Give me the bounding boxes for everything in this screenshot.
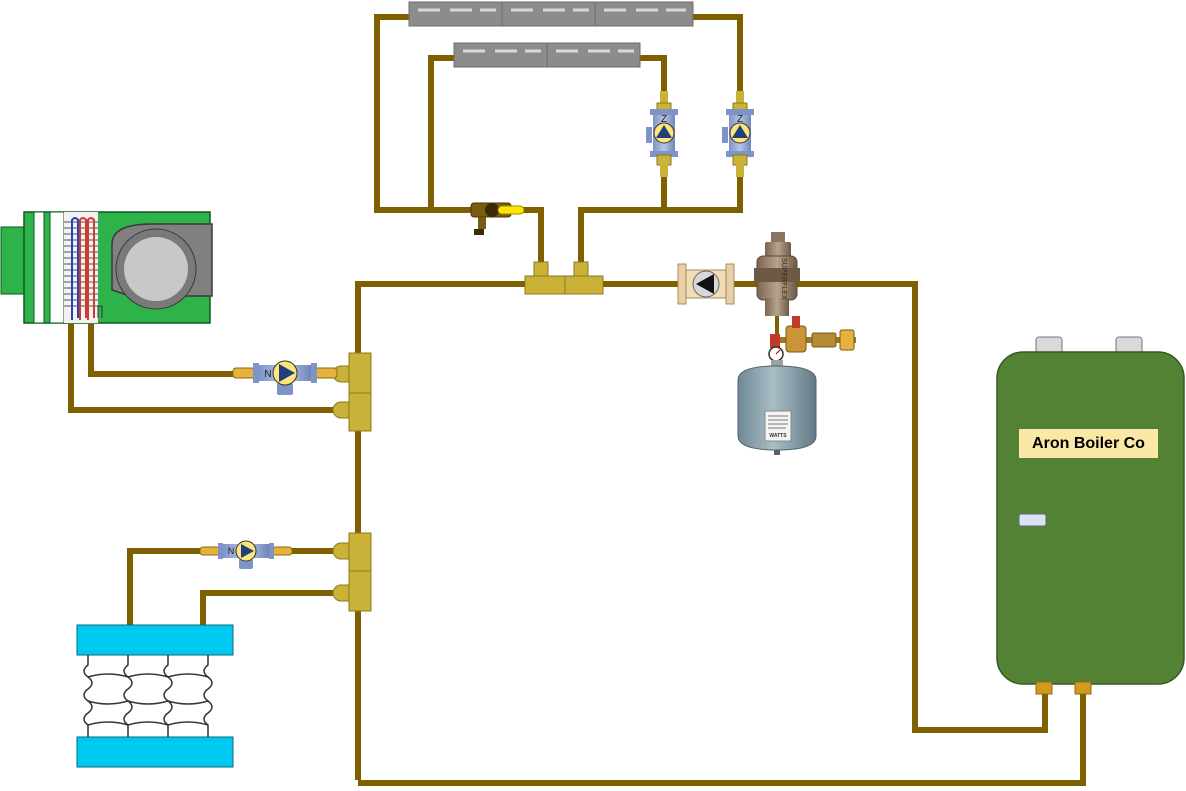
air-handler-icon bbox=[0, 211, 213, 324]
boiler-icon bbox=[996, 336, 1185, 695]
radiator-return-pipe bbox=[200, 590, 343, 625]
baseboard-lower bbox=[453, 42, 641, 68]
baseboard-return-pipe bbox=[578, 170, 743, 278]
svg-text:Z: Z bbox=[737, 114, 743, 125]
svg-text:N: N bbox=[228, 546, 235, 556]
panel-radiator-icon bbox=[76, 624, 234, 768]
air-handler-return-pipe bbox=[68, 324, 343, 413]
svg-text:N: N bbox=[264, 369, 271, 380]
circulator-icon: N bbox=[199, 540, 293, 569]
air-separator-icon: SUPERFLEX bbox=[754, 232, 800, 316]
baseboard-outer-loop-pipe bbox=[374, 14, 743, 278]
svg-text:WATTS: WATTS bbox=[769, 433, 787, 439]
baseboard-upper bbox=[408, 1, 694, 27]
main-loop-return-pipe bbox=[358, 690, 1086, 786]
fill-valve-icon bbox=[770, 316, 856, 353]
baseboard-inner-loop-pipe bbox=[428, 55, 667, 210]
svg-text:Z: Z bbox=[661, 114, 667, 125]
svg-text:SUPERFLEX: SUPERFLEX bbox=[780, 258, 787, 300]
zone-pump-icon: Z bbox=[722, 91, 754, 177]
circulator-icon bbox=[677, 263, 735, 305]
main-loop-supply-pipe bbox=[355, 281, 1048, 780]
circulator-icon: N bbox=[232, 360, 338, 395]
zone-pump-icon: Z bbox=[646, 91, 678, 177]
expansion-tank-icon: WATTS bbox=[737, 360, 817, 455]
ball-valve-icon bbox=[470, 202, 525, 235]
radiator-supply-pipe bbox=[127, 548, 343, 625]
tee-fitting-icon bbox=[332, 532, 372, 612]
tee-fitting-icon bbox=[524, 261, 604, 295]
pressure-gauge-icon bbox=[768, 346, 784, 362]
tee-fitting-icon bbox=[332, 352, 372, 432]
pipe-network bbox=[68, 14, 1086, 786]
boiler-label: Aron Boiler Co bbox=[1019, 429, 1158, 458]
